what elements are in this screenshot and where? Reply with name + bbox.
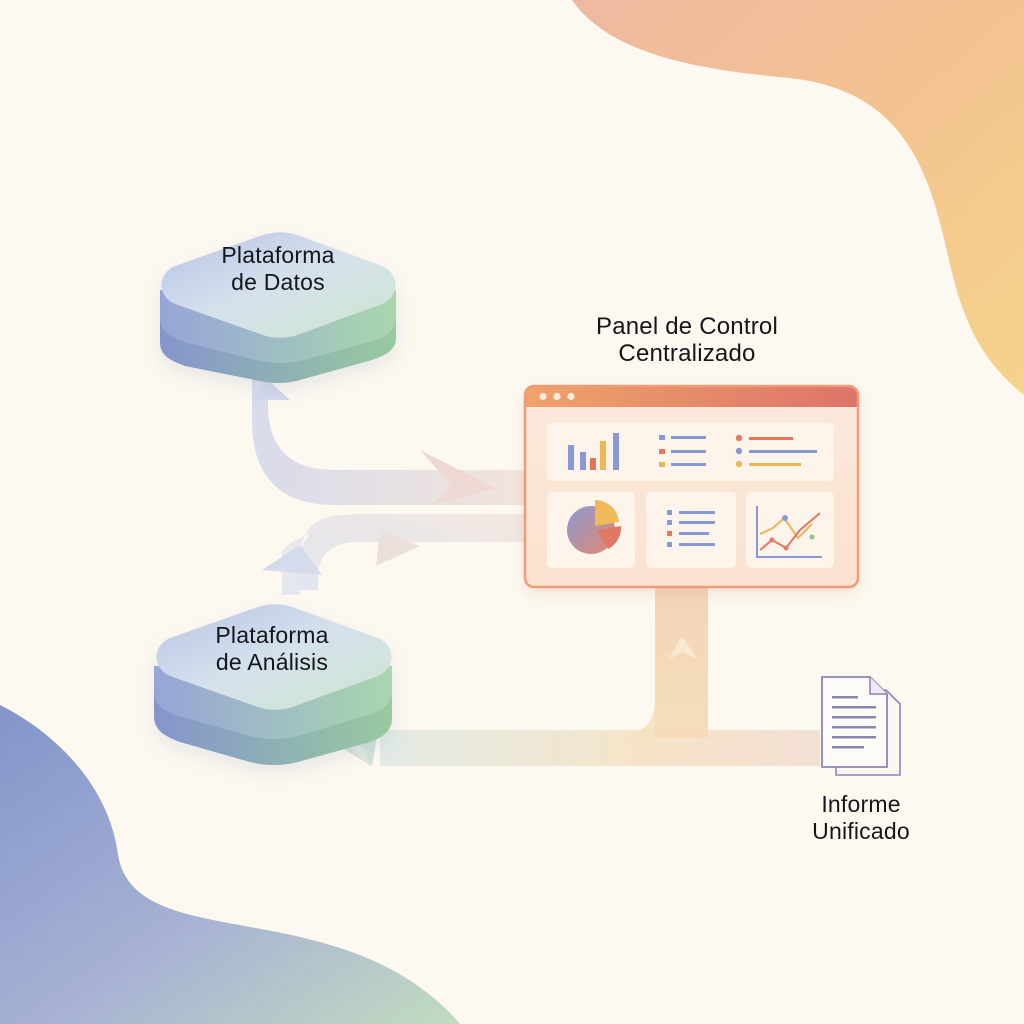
flow-arrow-report-to-dashboard <box>615 588 708 738</box>
flow-arrow-dashboard-to-analytics <box>262 514 525 595</box>
analytics-platform-label-line1: Plataforma <box>215 622 329 648</box>
line-chart-icon <box>756 506 822 558</box>
background-blob-top-right <box>572 0 1024 395</box>
dashboard-label: Panel de Control Centralizado <box>567 313 807 367</box>
dashboard-title-bar <box>525 386 858 407</box>
report-label-line2: Unificado <box>812 818 910 844</box>
window-dot-icon <box>567 392 575 401</box>
data-platform-label-line2: de Datos <box>231 269 325 295</box>
analytics-platform-label-line2: de Análisis <box>215 649 329 675</box>
window-controls <box>539 392 575 401</box>
data-platform-node[interactable] <box>160 232 396 383</box>
dashboard-line-panel <box>746 492 834 568</box>
legend-list-icon <box>659 435 706 467</box>
report-label: Informe Unificado <box>790 791 932 845</box>
bar-chart-icon <box>568 433 619 470</box>
pie-chart-icon <box>567 499 622 554</box>
window-dot-icon <box>539 392 547 401</box>
background-blob-bottom-left <box>0 705 460 1024</box>
report-label-line1: Informe <box>821 791 901 817</box>
dashboard-list-panel <box>646 492 736 568</box>
legend-lines-icon <box>735 434 817 468</box>
data-platform-label-line1: Plataforma <box>221 242 335 268</box>
flow-arrow-report-to-analytics <box>342 730 820 766</box>
dashboard-label-line2: Centralizado <box>618 340 756 367</box>
bullet-list-icon <box>667 510 715 547</box>
flow-arrow-data-to-dashboard <box>252 378 525 505</box>
analytics-platform-node[interactable] <box>154 604 392 765</box>
report-document-icon[interactable] <box>821 676 901 776</box>
window-dot-icon <box>553 392 561 401</box>
dashboard-label-line1: Panel de Control <box>596 313 778 340</box>
data-platform-label: Plataforma de Datos <box>178 242 378 296</box>
analytics-platform-label: Plataforma de Análisis <box>172 622 372 676</box>
